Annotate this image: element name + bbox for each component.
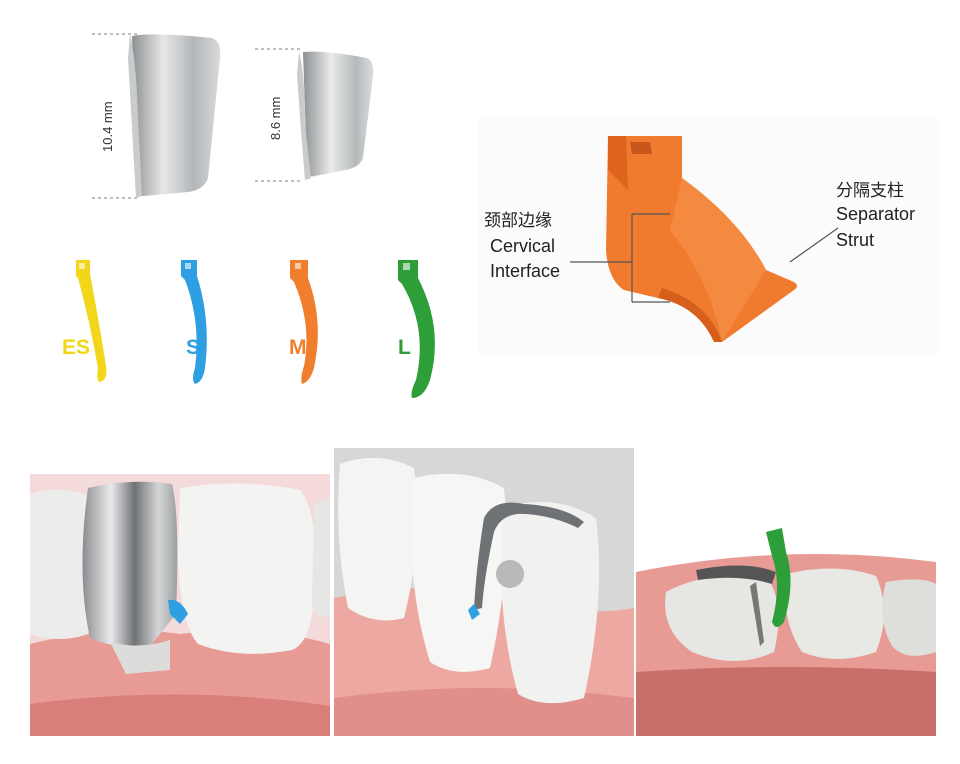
band-small-height-label: 8.6 mm bbox=[268, 96, 283, 140]
wedge-l bbox=[394, 256, 454, 402]
cervical-interface-en-label-2: Interface bbox=[490, 261, 561, 281]
cervical-interface-cn-label: 颈部边缘 bbox=[484, 211, 552, 231]
wedge-es bbox=[68, 256, 118, 390]
wedge-m-label: M bbox=[289, 336, 307, 359]
separator-strut-en-label-2: Strut bbox=[836, 230, 875, 250]
orange-wedge-detail bbox=[590, 130, 810, 346]
matrix-band-small bbox=[255, 44, 385, 190]
separator-strut-cn-label: 分隔支柱 bbox=[836, 181, 904, 201]
callout-lines bbox=[570, 200, 810, 310]
matrix-band-large bbox=[92, 28, 232, 208]
wedge-s-label: S bbox=[186, 336, 201, 359]
wedge-m bbox=[286, 256, 336, 390]
wedge-l-label: L bbox=[398, 336, 411, 359]
cervical-interface-en-label-1: Cervical bbox=[490, 236, 556, 256]
teeth-illustration-side bbox=[334, 448, 634, 736]
teeth-illustration-front bbox=[30, 474, 330, 736]
teeth-illustration-top bbox=[636, 522, 936, 736]
wedge-es-label: ES bbox=[62, 336, 91, 359]
separator-strut-en-label-1: Separator bbox=[836, 204, 916, 224]
band-large-height-label: 10.4 mm bbox=[100, 101, 115, 152]
wedge-s bbox=[175, 256, 225, 390]
separator-callout-line bbox=[786, 226, 846, 266]
